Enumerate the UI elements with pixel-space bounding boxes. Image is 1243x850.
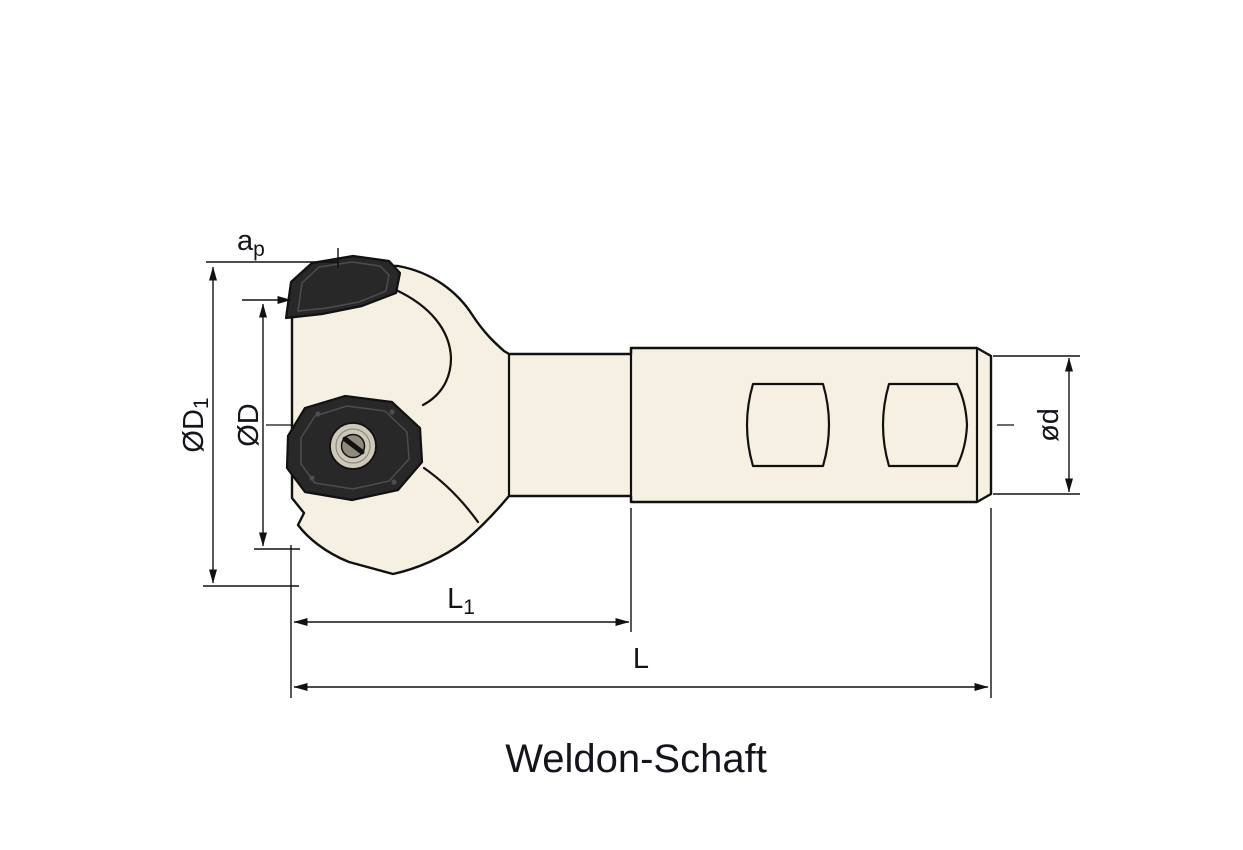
top-insert bbox=[284, 254, 402, 320]
dim-D: ØD bbox=[233, 303, 300, 550]
front-insert bbox=[285, 394, 424, 502]
dim-d-shank: ød bbox=[993, 355, 1080, 495]
weldon-flat-front bbox=[745, 382, 831, 468]
dim-d1-label: ØD1 bbox=[178, 397, 213, 452]
dim-ap-label-base: a bbox=[237, 225, 254, 257]
dim-d-label: ød bbox=[1033, 408, 1065, 442]
weldon-flat-end bbox=[881, 382, 969, 468]
clamp-washer-ring bbox=[335, 428, 371, 464]
top-insert-facet bbox=[297, 261, 390, 312]
tool-body-outline bbox=[290, 264, 993, 576]
insert-corner-dot bbox=[391, 479, 397, 485]
dim-ap: ap bbox=[206, 225, 339, 304]
dim-l-label: L bbox=[633, 643, 649, 675]
dim-d1-label-sub: 1 bbox=[190, 397, 213, 409]
screw-slot bbox=[342, 436, 365, 455]
dim-l1: L1 bbox=[290, 508, 632, 698]
pocket-curve bbox=[422, 466, 480, 524]
insert-corner-dot bbox=[315, 411, 321, 417]
dim-d1-label-base: ØD bbox=[178, 409, 210, 453]
dim-l: L bbox=[293, 508, 992, 698]
dim-D-label: ØD bbox=[233, 403, 265, 447]
insert-corner-dot bbox=[309, 475, 315, 481]
caption-text: Weldon-Schaft bbox=[505, 737, 767, 781]
dim-l1-label: L1 bbox=[447, 583, 475, 619]
flute-curve bbox=[394, 288, 453, 407]
insert-corner-dot bbox=[389, 409, 395, 415]
dim-ap-label: ap bbox=[237, 225, 265, 261]
dim-l1-label-base: L bbox=[447, 583, 463, 615]
dim-d1: ØD1 bbox=[178, 266, 299, 587]
dim-ap-label-sub: p bbox=[253, 238, 265, 261]
dim-l1-label-sub: 1 bbox=[463, 596, 475, 619]
